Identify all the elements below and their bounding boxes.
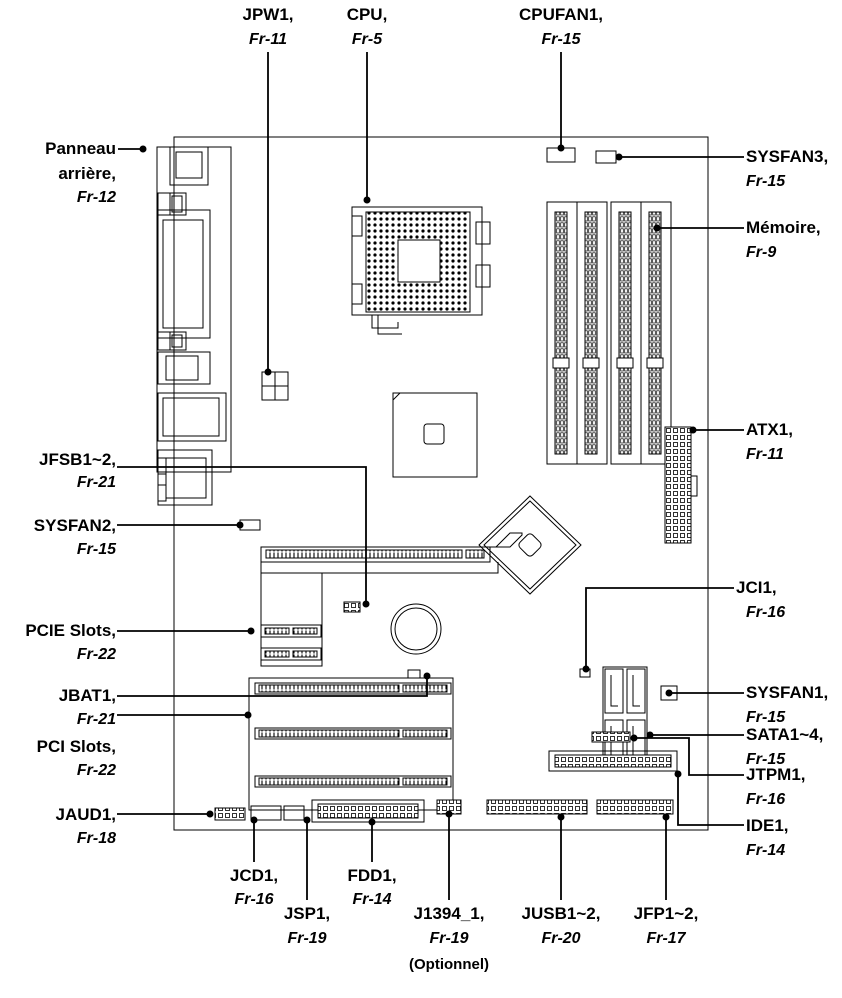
atx1-connector [664,426,698,544]
label-rear-panel-2: arrière, [58,164,116,183]
label-memory: Mémoire, [746,218,821,237]
pcie-x16-slot [260,532,523,667]
page-pcie: Fr-22 [76,646,116,663]
sysfan3-header [595,150,617,164]
label-sysfan1: SYSFAN1, [746,683,829,702]
cpu-socket [351,206,491,335]
jfsb-jumper [343,601,361,613]
page-sata: Fr-15 [746,751,786,768]
callout-lines [117,52,744,900]
page-cpu: Fr-5 [351,31,383,48]
page-rear-panel: Fr-12 [76,189,116,206]
jsp1-header [283,805,305,821]
rear-panel [156,146,232,506]
label-jsp1: JSP1, [283,904,331,923]
jcd1-header [250,805,282,821]
page-jtpm1: Fr-16 [746,791,786,808]
jusb-headers [486,799,588,815]
label-cpu: CPU, [346,5,388,24]
label-sysfan3: SYSFAN3, [746,147,829,166]
page-jpw1: Fr-11 [249,31,287,48]
label-pcie: PCIE Slots, [25,621,116,640]
label-jci1: JCI1, [736,578,777,597]
label-jusb: JUSB1~2, [521,904,601,923]
label-ide1: IDE1, [746,816,789,835]
label-pci: PCI Slots, [36,737,116,756]
page-pci: Fr-22 [76,762,116,779]
page-memory: Fr-9 [746,244,777,261]
dimm-slots [546,201,672,465]
page-jci1: Fr-16 [746,604,786,621]
label-jcd1: JCD1, [229,866,279,885]
northbridge-chip [392,392,478,478]
sata-connectors [602,666,648,768]
label-fdd1: FDD1, [347,866,397,885]
page-jusb: Fr-20 [541,930,581,947]
battery [390,603,442,655]
label-jaud1: JAUD1, [55,805,116,824]
label-sysfan2: SYSFAN2, [33,516,116,535]
page-jsp1: Fr-19 [287,930,327,947]
label-cpufan1: CPUFAN1, [518,5,604,24]
ide1-connector [548,750,678,772]
page-sysfan1: Fr-15 [746,709,786,726]
board-outline [173,136,709,831]
label-jbat1: JBAT1, [58,686,116,705]
page-ide1: Fr-14 [746,842,786,859]
fdd1-connector [311,799,425,823]
label-sata: SATA1~4, [746,725,824,744]
label-j1394: J1394_1, [413,904,485,923]
jbat1-jumper [407,669,421,679]
jtpm1-header [591,731,631,743]
label-jfsb: JFSB1~2, [38,450,116,469]
label-jfp: JFP1~2, [633,904,699,923]
page-jfp: Fr-17 [646,930,686,947]
page-jfsb: Fr-21 [76,474,116,491]
page-sysfan3: Fr-15 [746,173,786,190]
page-fdd1: Fr-14 [352,891,392,908]
label-rear-panel-1: Panneau [45,139,116,158]
page-jcd1: Fr-16 [234,891,274,908]
page-jaud1: Fr-18 [76,830,116,847]
jaud1-header [214,807,246,821]
pci-slots [248,677,454,811]
label-jpw1: JPW1, [242,5,294,24]
page-atx1: Fr-11 [746,446,784,463]
pcie-x1-slots [260,624,322,661]
callout-dots [139,144,697,826]
jpw1-connector [261,371,289,401]
label-jtpm1: JTPM1, [746,765,806,784]
southbridge-chip [478,495,582,595]
page-cpufan1: Fr-15 [541,31,581,48]
jfp-headers [596,799,674,815]
note-j1394-optional: (Optionnel) [409,956,489,973]
page-sysfan2: Fr-15 [76,541,116,558]
label-atx1: ATX1, [746,420,793,439]
page-jbat1: Fr-21 [76,711,116,728]
page-j1394: Fr-19 [429,930,469,947]
